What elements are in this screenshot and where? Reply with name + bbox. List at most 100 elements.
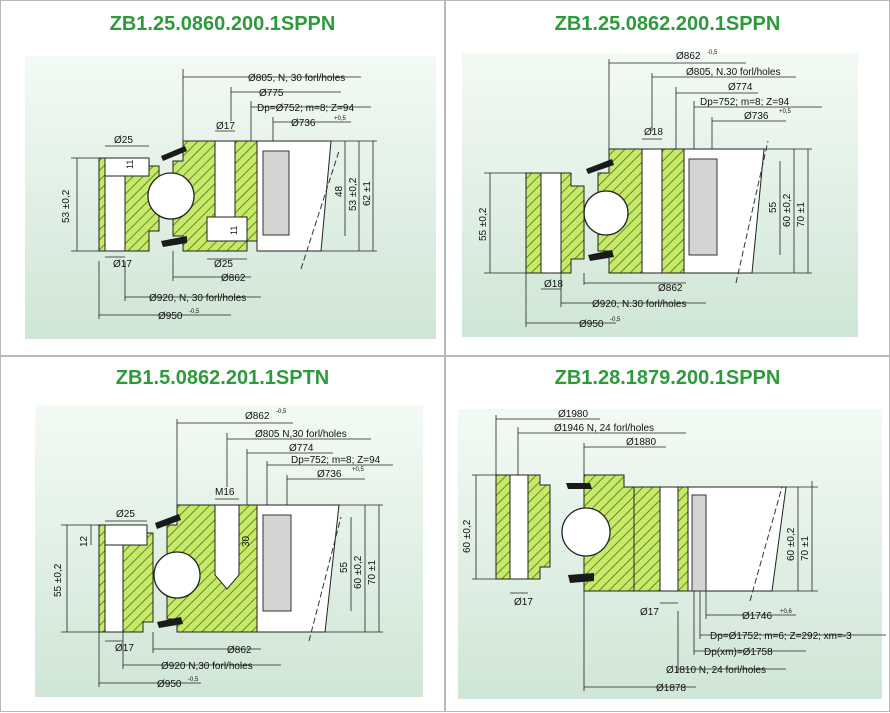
dim-d25: Ø25 [116, 509, 135, 520]
panel-title: ZB1.25.0860.200.1SPPN [109, 13, 336, 35]
dim-d17-right: Ø17 [640, 607, 659, 618]
dim-d862: Ø862 [658, 283, 683, 294]
bottom-seal [588, 250, 614, 261]
dim-h11-top: 11 [125, 160, 135, 169]
threaded-hole-m16 [214, 504, 240, 590]
rolling-ball [153, 551, 201, 599]
dim-h70: 70 ±1 [367, 560, 378, 585]
dimension-lines [71, 69, 377, 319]
outer-counterbore [104, 157, 150, 177]
dim-d950: Ø950 [158, 311, 183, 322]
dim-d950-tolerance: -0,5 [189, 309, 200, 315]
dim-h60-left: 60 ±0,2 [462, 519, 473, 553]
cross-section-drawing: Ø862 -0,5 Ø805, N.30 forl/holes Ø774 Dp=… [462, 50, 858, 337]
outer-bolt-hole [509, 474, 529, 580]
dim-d950: Ø950 [579, 319, 604, 330]
panel-zb1-25-0862: ZB1.25.0862.200.1SPPN [445, 0, 890, 356]
panel-title: ZB1.5.0862.201.1SPTN [115, 367, 330, 389]
dim-d1746-tolerance: +0,6 [780, 609, 793, 615]
dim-h60: 60 ±0,2 [353, 555, 364, 589]
dim-d17-left: Ø17 [514, 597, 533, 608]
dim-d736-tolerance: +0,5 [779, 109, 792, 115]
dim-d25-top: Ø25 [114, 135, 133, 146]
gear-teeth-zone [688, 158, 718, 256]
dim-d25-bottom: Ø25 [214, 259, 233, 270]
dim-d18-top: Ø18 [644, 127, 663, 138]
dim-h53-right: 53 ±0,2 [348, 177, 359, 211]
dimension-lines [484, 59, 822, 327]
dim-pitch-diameter: Dp=Ø1752; m=6; Z=292; xm=-3 [710, 631, 852, 642]
center-line [308, 516, 342, 642]
dim-h48: 48 [334, 185, 345, 197]
dim-h55-left: 55 ±0,2 [53, 563, 64, 597]
gear-teeth-zone [262, 514, 292, 612]
dim-h53-left: 53 ±0,2 [61, 189, 72, 223]
center-line [749, 486, 783, 602]
gear-teeth-zone [691, 494, 707, 592]
dim-d805: Ø805 N,30 forl/holes [255, 429, 347, 440]
top-seal [566, 483, 592, 489]
center-line [300, 150, 340, 270]
dim-h30: 30 [241, 535, 252, 547]
outer-bolt-hole [104, 544, 124, 633]
dim-d736: Ø736 [291, 118, 316, 129]
dim-pitch-diameter-corrected: Dp(xm)=Ø1758 [704, 647, 773, 658]
panel-zb1-25-0860: ZB1.25.0860.200.1SPPN [0, 0, 445, 356]
dim-d862-top: Ø862 [676, 51, 701, 62]
dim-h62: 62 ±1 [362, 181, 373, 206]
dim-d775: Ø775 [259, 88, 284, 99]
gear-teeth-zone [262, 150, 290, 236]
dim-d862-top-tolerance: -0,5 [276, 409, 287, 415]
outer-bolt-hole [540, 172, 562, 274]
dim-h55: 55 [768, 201, 779, 213]
dim-m16-thread: M16 [215, 487, 235, 498]
dim-d1946: Ø1946 N, 24 forl/holes [554, 423, 654, 434]
dim-pitch-diameter: Dp=752; m=8; Z=94 [700, 97, 790, 108]
cross-section-drawing: Ø862 -0,5 Ø805 N,30 forl/holes Ø774 Dp=7… [35, 405, 423, 697]
dim-d1980: Ø1980 [558, 409, 588, 420]
dim-h11-bottom: 11 [229, 226, 239, 235]
panel-title: ZB1.28.1879.200.1SPPN [554, 367, 781, 389]
dim-d736: Ø736 [317, 469, 342, 480]
rolling-ball [561, 507, 611, 557]
top-seal [155, 514, 181, 529]
dim-d736-tolerance: +0,5 [352, 467, 365, 473]
dim-d17-bottom: Ø17 [113, 259, 132, 270]
dim-d950-tolerance: -0,5 [188, 677, 199, 683]
inner-counterbore [206, 216, 248, 242]
top-seal [161, 146, 187, 161]
center-line [735, 140, 769, 284]
dim-d862: Ø862 [221, 273, 246, 284]
dim-d1880: Ø1880 [626, 437, 656, 448]
dim-h55-left: 55 ±0,2 [478, 207, 489, 241]
dim-d774: Ø774 [289, 443, 314, 454]
dim-d17-top: Ø17 [216, 121, 235, 132]
dim-d1810: Ø1810 N, 24 forl/holes [666, 665, 766, 676]
inner-bolt-hole [659, 486, 679, 592]
dim-pitch-diameter: Dp=Ø752; m=8; Z=94 [257, 103, 354, 114]
dim-d17: Ø17 [115, 643, 134, 654]
dimension-lines [61, 419, 393, 687]
dim-h70: 70 ±1 [800, 536, 811, 561]
outer-counterbore [104, 524, 148, 546]
dim-h70: 70 ±1 [796, 202, 807, 227]
top-seal [586, 159, 614, 174]
cross-section-drawing: Ø1980 Ø1946 N, 24 forl/holes Ø1880 60 ±0… [458, 409, 886, 699]
rolling-ball [583, 190, 629, 236]
dim-d1878: Ø1878 [656, 683, 686, 694]
dim-d920: Ø920 N,30 forl/holes [161, 661, 253, 672]
panel-zb1-28-1879: ZB1.28.1879.200.1SPPN [445, 356, 890, 712]
dim-d736-tolerance: +0,5 [334, 116, 347, 122]
dim-d805: Ø805, N, 30 forl/holes [248, 73, 345, 84]
cross-section-drawing: Ø805, N, 30 forl/holes Ø775 Dp=Ø752; m=8… [25, 56, 436, 339]
dim-d774: Ø774 [728, 82, 753, 93]
dim-d862-top: Ø862 [245, 411, 270, 422]
dim-d18-bottom: Ø18 [544, 279, 563, 290]
dim-h12: 12 [79, 535, 90, 547]
dim-d950-tolerance: -0,5 [610, 317, 621, 323]
bottom-seal [157, 617, 183, 628]
dim-d862: Ø862 [227, 645, 252, 656]
dim-h55: 55 [339, 561, 350, 573]
dim-h60: 60 ±0,2 [786, 527, 797, 561]
